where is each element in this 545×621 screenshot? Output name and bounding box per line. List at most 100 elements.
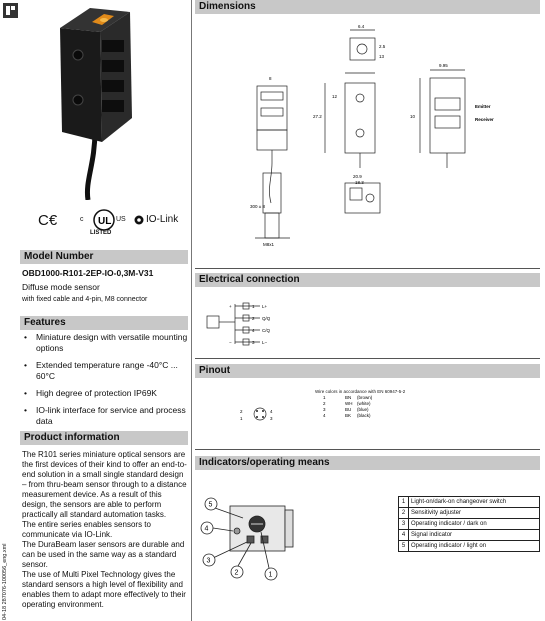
- dimensions-heading: Dimensions: [195, 0, 540, 14]
- table-row: 5 Operating indicator / light on: [398, 540, 540, 552]
- features-heading: Features: [20, 316, 188, 330]
- dim-label: 10: [410, 114, 416, 119]
- model-description: Diffuse mode sensor: [22, 282, 100, 292]
- dim-label: 6.4: [358, 24, 365, 29]
- model-number: OBD1000-R101-2EP-IO-0,3M-V31: [22, 268, 154, 278]
- product-info-paragraph: The R101 series miniature optical sensor…: [22, 450, 187, 519]
- indicator-label: Sensitivity adjuster: [408, 507, 540, 519]
- pin-color: (white): [357, 401, 371, 406]
- indicators-heading: Indicators/operating means: [195, 456, 540, 470]
- dim-label: 2.5: [379, 44, 386, 49]
- pin-code: WH: [345, 401, 353, 406]
- product-info-paragraph: The use of Multi Pixel Technology gives …: [22, 570, 186, 609]
- ce-mark-icon: C€: [38, 212, 58, 229]
- pinout-note: Wire colors in accordance with EN 60947-…: [315, 389, 406, 394]
- svg-text:UL: UL: [98, 216, 111, 227]
- indicators-drawing: 5 4 3 2 1: [195, 476, 400, 616]
- receiver-label: Receiver: [475, 117, 494, 122]
- product-info-paragraph: The DuraBeam laser sensors are durable a…: [22, 540, 185, 569]
- terminal-minus-label: −: [229, 340, 232, 345]
- pin-code: BU: [345, 407, 351, 412]
- dim-label: 13: [379, 54, 385, 59]
- pin-color: (black): [357, 413, 371, 418]
- product-info-heading: Product information: [20, 431, 188, 445]
- feature-item: High degree of protection IP69K: [22, 388, 188, 399]
- indicator-label: Signal indicator: [408, 529, 540, 541]
- pin-row: 3 BU (blue): [323, 407, 369, 412]
- indicator-num: 2: [398, 507, 409, 519]
- ul-listed-label: LISTED: [90, 230, 112, 236]
- terminal-plus-label: +: [229, 304, 232, 309]
- indicator-num: 5: [398, 540, 409, 552]
- separator: [195, 268, 540, 269]
- indicator-callout: 4: [205, 526, 209, 533]
- pinout-heading: Pinout: [195, 364, 540, 378]
- product-info-paragraph: The entire series enables sensors to com…: [22, 520, 151, 539]
- brand-logo: [3, 3, 18, 18]
- dim-label: 27.2: [313, 114, 322, 119]
- pin-face-label: 4: [270, 409, 273, 414]
- ul-c-label: c: [80, 216, 84, 223]
- indicator-num: 4: [398, 529, 409, 541]
- table-row: 4 Signal indicator: [398, 529, 540, 541]
- pin-num: 3: [323, 407, 326, 412]
- features-list: Miniature design with versatile mounting…: [22, 332, 188, 433]
- left-column: C€ UL c US LISTED IO-Link Model Number O…: [0, 0, 188, 621]
- indicators-table: 1 Light-on/dark-on changeover switch 2 S…: [398, 496, 540, 552]
- feature-item: Miniature design with versatile mounting…: [22, 332, 188, 354]
- indicator-callout: 2: [235, 570, 239, 577]
- certification-row: C€ UL c US LISTED IO-Link: [30, 206, 188, 242]
- separator: [195, 449, 540, 450]
- ul-us-label: US: [116, 216, 126, 223]
- model-subtitle: with fixed cable and 4-pin, M8 connector: [22, 296, 148, 303]
- table-row: 3 Operating indicator / dark on: [398, 518, 540, 530]
- emitter-label: Emitter: [475, 104, 491, 109]
- pin-face-label: 3: [270, 416, 273, 421]
- pin-num: 1: [323, 395, 326, 400]
- pinout-diagram: 2 4 1 3 1 BN (brown) 2 WH (white) 3 BU (…: [195, 384, 540, 444]
- dimensions-drawing: Emitter Receiver 6.4 8 2.5 13 20.9 18.3 …: [195, 18, 540, 266]
- model-number-heading: Model Number: [20, 250, 188, 264]
- electrical-diagram: + − 1 2 4 3 L+ Q/Q C/Q L−: [195, 294, 540, 354]
- pin-row: 2 WH (white): [323, 401, 371, 406]
- terminal-label: Q/Q: [262, 316, 271, 321]
- pin-row: 4 BK (black): [323, 413, 371, 418]
- dim-label: 300 ± 8: [250, 204, 265, 209]
- column-divider: [191, 0, 192, 621]
- electrical-heading: Electrical connection: [195, 273, 540, 287]
- indicator-callout: 5: [209, 502, 213, 509]
- table-row: 2 Sensitivity adjuster: [398, 507, 540, 519]
- pin-code: BN: [345, 395, 351, 400]
- table-row: 1 Light-on/dark-on changeover switch: [398, 496, 540, 508]
- product-photo: [0, 0, 188, 201]
- feature-item: IO-link interface for service and proces…: [22, 405, 188, 427]
- terminal-label: C/Q: [262, 328, 271, 333]
- pin-number: 2: [252, 316, 255, 321]
- pin-color: (brown): [357, 395, 373, 400]
- indicator-label: Light-on/dark-on changeover switch: [408, 496, 540, 508]
- dim-label: 18.3: [355, 180, 364, 185]
- iolink-logo-icon: [134, 215, 144, 225]
- dim-label: 9.95: [439, 63, 448, 68]
- ul-listed-icon: UL: [84, 208, 124, 240]
- indicator-num: 3: [398, 518, 409, 530]
- dim-label: 20.9: [353, 174, 362, 179]
- pin-color: (blue): [357, 407, 369, 412]
- terminal-label: L−: [262, 340, 268, 345]
- pin-number: 3: [252, 340, 255, 345]
- separator: [195, 358, 540, 359]
- pin-row: 1 BN (brown): [323, 395, 373, 400]
- pin-number: 1: [252, 304, 255, 309]
- pin-face-label: 2: [240, 409, 243, 414]
- pin-num: 4: [323, 413, 326, 418]
- pin-number: 4: [252, 328, 255, 333]
- indicator-callout: 1: [269, 572, 273, 579]
- indicator-label: Operating indicator / light on: [408, 540, 540, 552]
- iolink-label: IO-Link: [146, 214, 179, 225]
- pin-num: 2: [323, 401, 326, 406]
- product-info-text: The R101 series miniature optical sensor…: [22, 450, 188, 610]
- dim-label: M8x1: [263, 242, 275, 247]
- pin-face-label: 1: [240, 416, 243, 421]
- dim-label: 12: [332, 94, 338, 99]
- indicator-callout: 3: [207, 558, 211, 565]
